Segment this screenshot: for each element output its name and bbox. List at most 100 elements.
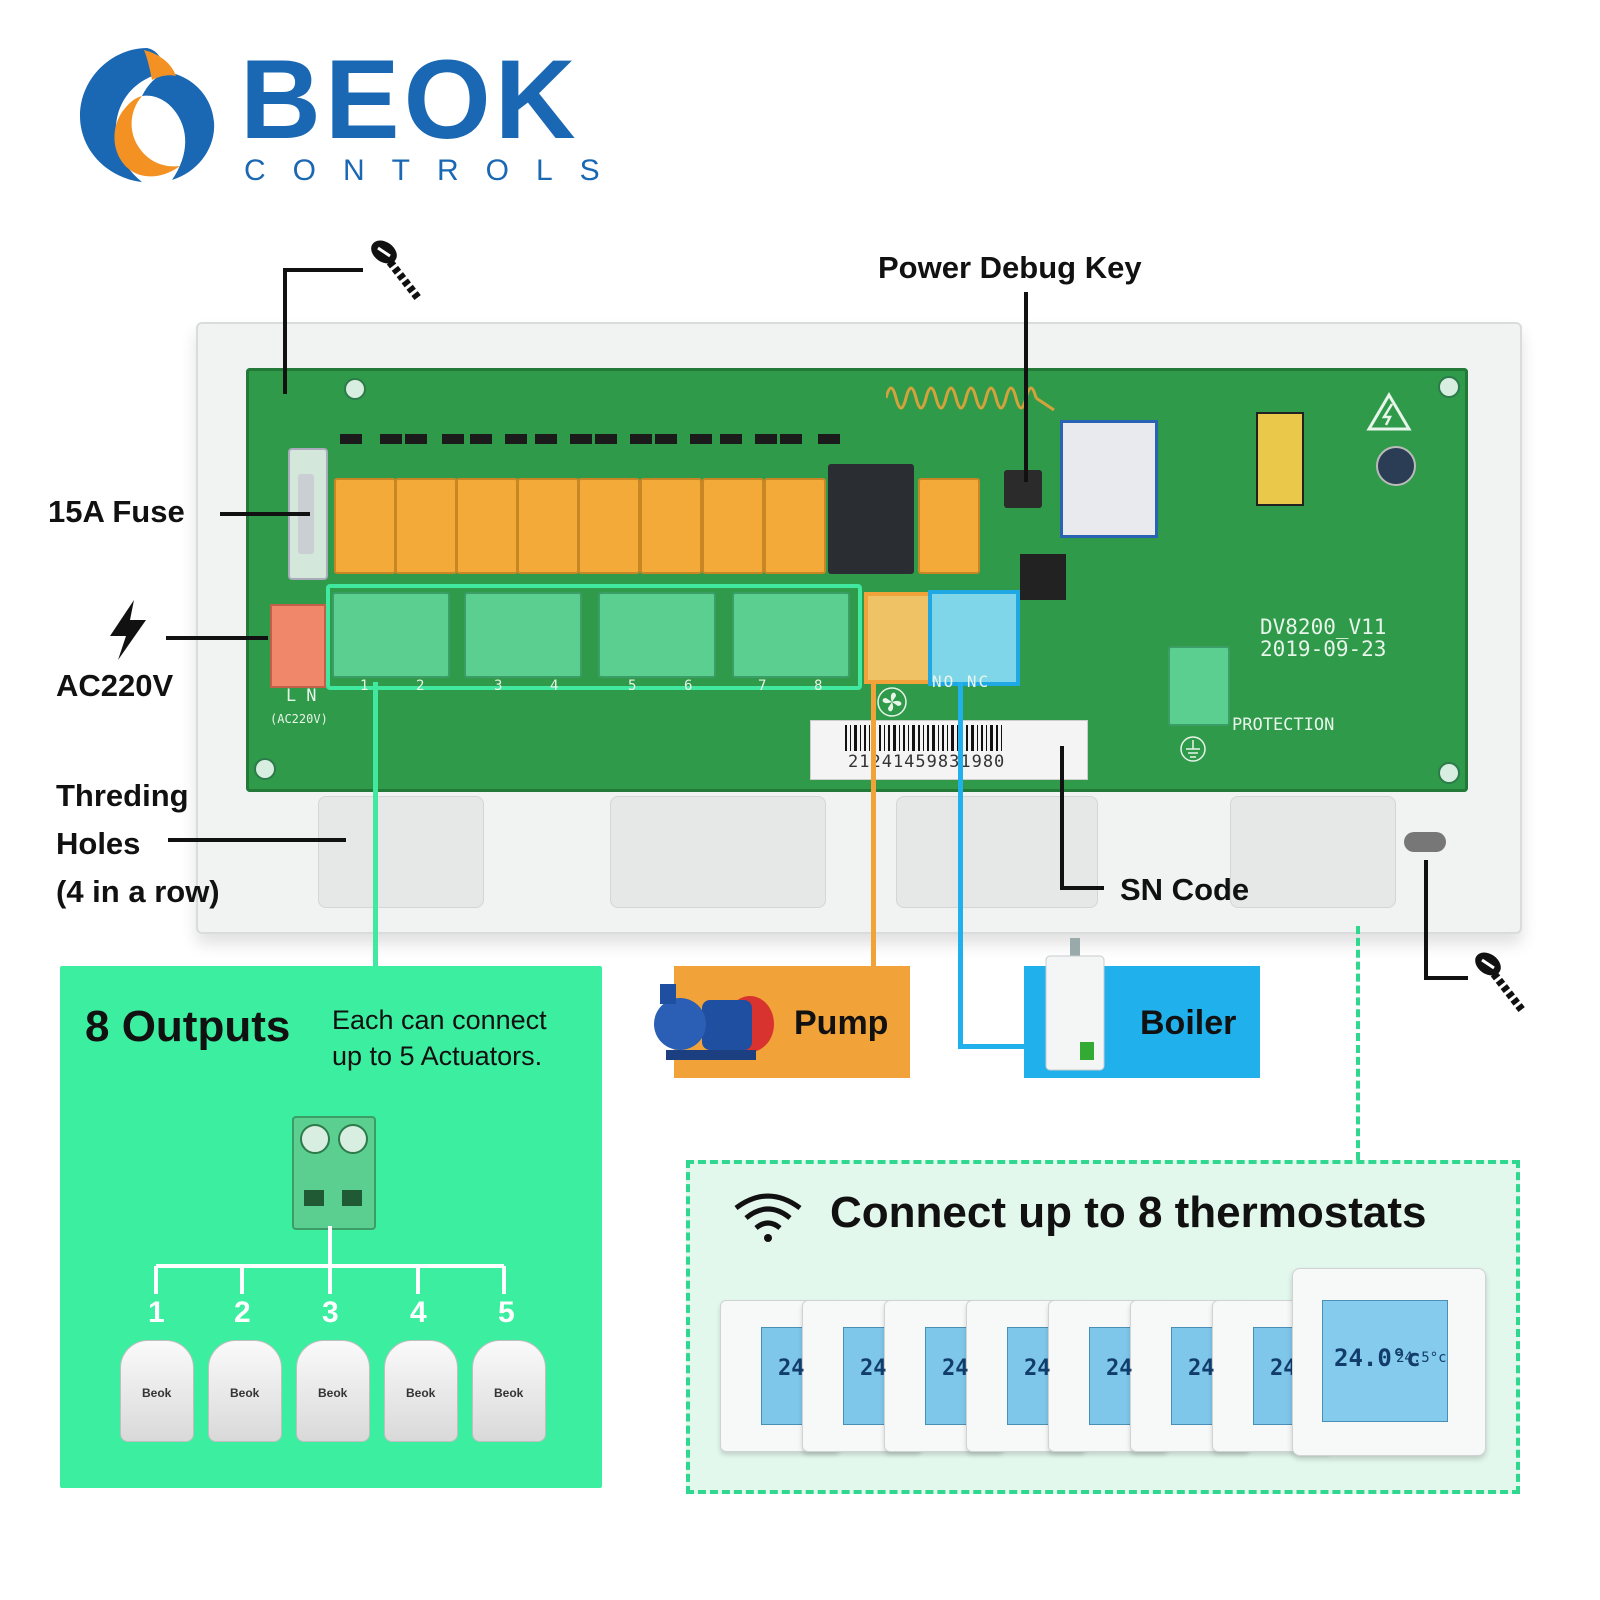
actuator-number: 4 xyxy=(410,1296,427,1329)
protection-terminal xyxy=(1168,646,1230,726)
output-terminal-block xyxy=(464,592,582,678)
terminal-slot xyxy=(304,1190,324,1206)
threading-holes-label-1: Threding xyxy=(56,778,189,813)
lightning-bolt-icon xyxy=(110,600,146,660)
thermostat-temp: 24 xyxy=(1106,1356,1133,1381)
boiler-connector-line xyxy=(958,682,963,1048)
relay xyxy=(764,478,826,574)
thermostat-temp: 24 xyxy=(778,1356,805,1381)
board-protection-text: PROTECTION xyxy=(1232,715,1335,735)
antenna-coil xyxy=(886,386,1055,412)
pcb-screw xyxy=(254,758,276,780)
thermostat-temp: 24 xyxy=(942,1356,969,1381)
brand-subtitle: CONTROLS xyxy=(244,154,627,187)
pcb-screw xyxy=(1438,762,1460,784)
actuator xyxy=(120,1340,194,1442)
output-terminal-block xyxy=(732,592,850,678)
terminal-slot xyxy=(342,1190,362,1206)
main-relay xyxy=(828,464,914,574)
relay xyxy=(702,478,764,574)
outputs-title: 8 Outputs xyxy=(85,1002,291,1051)
thermostat-screen xyxy=(1322,1300,1448,1422)
brand-name: BEOK xyxy=(240,37,580,162)
boiler-terminal xyxy=(928,590,1020,686)
transformer xyxy=(1256,412,1304,506)
board-model: DV8200_V11 xyxy=(1260,615,1387,639)
ac-power-terminal xyxy=(270,604,326,688)
ac-voltage-label: AC220V xyxy=(56,668,174,703)
power-debug-key-callout xyxy=(1024,292,1028,482)
fan-icon xyxy=(877,687,907,717)
threading-hole-pad xyxy=(610,796,826,908)
pump-icon xyxy=(654,984,774,1060)
power-debug-key-label: Power Debug Key xyxy=(878,250,1142,285)
power-debug-key xyxy=(1004,470,1042,508)
outputs-connector-line xyxy=(373,682,378,968)
output-number: 6 xyxy=(684,678,693,694)
pcb-screw xyxy=(344,378,366,400)
thermostat-display-temp: 24.0°c xyxy=(1334,1344,1421,1372)
pump-connector-line xyxy=(871,680,876,968)
screw-icon xyxy=(371,240,422,301)
thermostat-temp: 24 xyxy=(1188,1356,1215,1381)
actuator-brand: Beok xyxy=(230,1386,260,1400)
beok-logo-mark xyxy=(80,48,215,182)
screw-callout-line xyxy=(283,268,363,272)
output-number: 7 xyxy=(758,678,767,694)
actuator xyxy=(208,1340,282,1442)
thermostat-dashed-line xyxy=(1356,926,1360,1160)
boiler-connector-line xyxy=(958,1044,1028,1049)
chip xyxy=(1020,554,1066,600)
actuator-brand: Beok xyxy=(318,1386,348,1400)
output-number: 2 xyxy=(416,678,425,694)
board-no-nc-text: NO NC xyxy=(932,672,991,691)
mount-hole xyxy=(1404,832,1446,852)
relay xyxy=(640,478,702,574)
output-number: 3 xyxy=(494,678,503,694)
output-terminal-block xyxy=(332,592,450,678)
threading-holes-callout xyxy=(168,838,346,842)
threading-holes-label-2: Holes xyxy=(56,826,141,861)
screw-icon xyxy=(1475,952,1526,1013)
actuator-brand: Beok xyxy=(142,1386,172,1400)
boiler-label: Boiler xyxy=(1140,1004,1237,1042)
threading-hole-pad xyxy=(1230,796,1396,908)
sn-sticker xyxy=(810,720,1088,780)
ground-icon xyxy=(1180,736,1206,762)
sn-code-label: SN Code xyxy=(1120,872,1250,907)
sn-number: 21241459831980 xyxy=(848,752,1006,772)
boiler-icon xyxy=(1045,938,1105,1071)
actuator-brand: Beok xyxy=(494,1386,524,1400)
output-number: 1 xyxy=(360,678,369,694)
capacitor xyxy=(1376,446,1416,486)
output-number: 8 xyxy=(814,678,823,694)
relay xyxy=(334,478,396,574)
actuator-brand: Beok xyxy=(406,1386,436,1400)
relay xyxy=(456,478,518,574)
thermostat-set-temp: 24.5°c xyxy=(1396,1350,1447,1366)
pcb-screw xyxy=(1438,376,1460,398)
board-date: 2019-09-23 xyxy=(1260,637,1387,662)
board-ln-text: LN xyxy=(286,686,327,706)
output-number: 4 xyxy=(550,678,559,694)
pump-label: Pump xyxy=(794,1004,889,1042)
wifi-icon xyxy=(734,1193,802,1242)
actuator-number: 1 xyxy=(148,1296,165,1329)
outputs-description: Each can connect up to 5 Actuators. xyxy=(332,1005,547,1071)
led-resistor-row xyxy=(340,434,840,444)
terminal-screw xyxy=(338,1124,368,1154)
relay xyxy=(517,478,579,574)
sn-callout xyxy=(1060,886,1104,890)
relay xyxy=(395,478,457,574)
fuse-callout xyxy=(220,512,310,516)
actuator-number: 5 xyxy=(498,1296,515,1329)
thermostats-title: Connect up to 8 thermostats xyxy=(830,1188,1427,1237)
actuator-number: 3 xyxy=(322,1296,339,1329)
actuator xyxy=(472,1340,546,1442)
screw-callout-line xyxy=(1424,860,1428,978)
actuator xyxy=(296,1340,370,1442)
sn-callout xyxy=(1060,746,1064,890)
fuse-label: 15A Fuse xyxy=(48,494,185,529)
actuator xyxy=(384,1340,458,1442)
relay xyxy=(578,478,640,574)
